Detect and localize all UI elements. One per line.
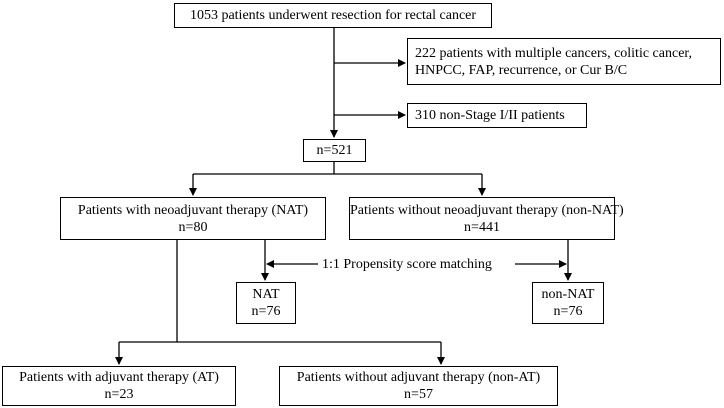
non-nat-group-label: Patients without neoadjuvant therapy (no… [350,202,624,218]
non-at-group-box: Patients without adjuvant therapy (non-A… [279,366,558,406]
exclusion-1-line-1: 222 patients with multiple cancers, coli… [415,45,693,61]
exclusion-1-line-2: HNPCC, FAP, recurrence, or Cur B/C [415,62,628,78]
start-box: 1053 patients underwent resection for re… [174,3,492,28]
at-group-count: n=23 [104,387,134,402]
eligible-text: n=521 [316,143,353,158]
nat-matched-count: n=76 [251,304,281,319]
nat-matched-box: NAT n=76 [236,282,296,324]
non-at-group-label: Patients without adjuvant therapy (non-A… [296,370,541,385]
start-text: 1053 patients underwent resection for re… [189,8,477,23]
non-nat-matched-label: non-NAT [541,287,595,302]
exclusion-box-2: 310 non-Stage I/II patients [407,103,587,128]
matching-label: 1:1 Propensity score matching [319,256,495,273]
nat-group-box: Patients with neoadjuvant therapy (NAT) … [60,197,326,240]
nat-matched-label: NAT [252,287,280,302]
non-nat-matched-count: n=76 [553,304,583,319]
non-at-group-count: n=57 [404,387,433,402]
eligible-box: n=521 [303,139,366,162]
exclusion-2-line-1: 310 non-Stage I/II patients [415,108,565,123]
nat-group-count: n=80 [178,219,208,235]
non-nat-matched-box: non-NAT n=76 [532,282,604,324]
non-nat-group-box: Patients without neoadjuvant therapy (no… [349,197,624,240]
non-nat-group-count: n=441 [464,219,500,235]
at-group-label: Patients with adjuvant therapy (AT) [19,370,219,385]
nat-group-label: Patients with neoadjuvant therapy (NAT) [77,202,309,218]
exclusion-box-1: 222 patients with multiple cancers, coli… [407,38,721,85]
at-group-box: Patients with adjuvant therapy (AT) n=23 [2,366,236,406]
